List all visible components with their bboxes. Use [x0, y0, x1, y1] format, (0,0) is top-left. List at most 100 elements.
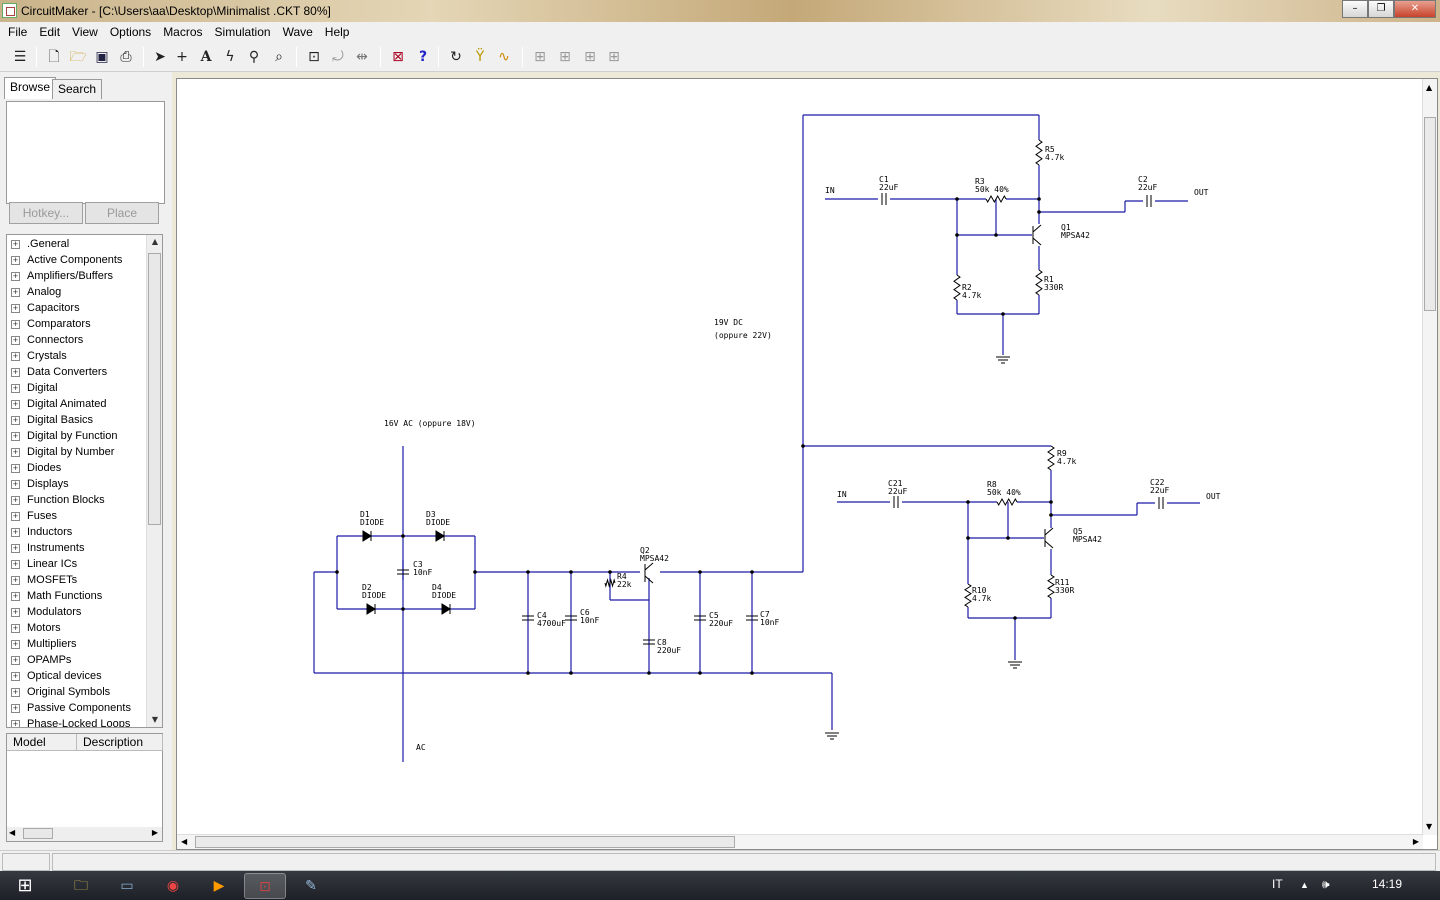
wand-icon[interactable]: ⚲ — [248, 49, 260, 65]
tree-item[interactable]: +.General — [11, 236, 69, 252]
stack-icon[interactable]: ☰ — [13, 49, 27, 65]
description-column-header[interactable]: Description — [77, 734, 163, 751]
expand-icon[interactable]: + — [11, 302, 20, 313]
category-tree[interactable]: +.General+Active Components+Amplifiers/B… — [6, 234, 163, 728]
expand-icon[interactable]: + — [11, 414, 20, 425]
save-icon[interactable]: ▣ — [95, 49, 109, 65]
expand-icon[interactable]: + — [11, 382, 20, 393]
tree-item[interactable]: +Capacitors — [11, 300, 80, 316]
tree-item[interactable]: +Digital Basics — [11, 412, 93, 428]
arrow-icon[interactable]: ➤ — [154, 49, 166, 65]
tree-item[interactable]: +Optical devices — [11, 668, 102, 684]
tree-item[interactable]: +Modulators — [11, 604, 81, 620]
expand-icon[interactable]: + — [11, 558, 20, 569]
expand-icon[interactable]: + — [11, 462, 20, 473]
expand-icon[interactable]: + — [11, 654, 20, 665]
menu-view[interactable]: View — [72, 25, 98, 39]
scroll-down-icon[interactable]: ▼ — [151, 715, 159, 724]
scroll-thumb[interactable] — [148, 253, 161, 525]
model-column-header[interactable]: Model — [7, 734, 77, 751]
tree-item[interactable]: +Crystals — [11, 348, 67, 364]
mirror-icon[interactable]: ⇹ — [356, 49, 368, 65]
schematic-canvas[interactable]: ▲ ▼ ◀ ▶ — [176, 78, 1438, 850]
tree-item[interactable]: +Comparators — [11, 316, 91, 332]
expand-icon[interactable]: + — [11, 686, 20, 697]
tab-browse[interactable]: Browse — [4, 77, 57, 99]
digital-icon[interactable]: ⊠ — [392, 49, 404, 65]
tree-item[interactable]: +Passive Components — [11, 700, 131, 716]
help-icon[interactable]: ? — [418, 49, 428, 65]
menu-options[interactable]: Options — [109, 25, 152, 39]
run-icon[interactable]: ∿ — [498, 49, 510, 65]
hotkey-button[interactable]: Hotkey... — [9, 202, 83, 224]
expand-icon[interactable]: + — [11, 510, 20, 521]
text-icon[interactable]: A — [200, 49, 212, 65]
expand-icon[interactable]: + — [11, 494, 20, 505]
macro-icon[interactable]: ⊞ — [534, 49, 546, 65]
scroll-right-icon[interactable]: ▶ — [1412, 837, 1419, 846]
circuitmaker-icon[interactable]: ⊡ — [244, 873, 286, 899]
tree-item[interactable]: +Inductors — [11, 524, 72, 540]
tree-item[interactable]: +Function Blocks — [11, 492, 105, 508]
expand-icon[interactable]: + — [11, 526, 20, 537]
expand-icon[interactable]: + — [11, 702, 20, 713]
expand-icon[interactable]: + — [11, 286, 20, 297]
expand-icon[interactable]: + — [11, 334, 20, 345]
expand-icon[interactable]: + — [11, 270, 20, 281]
close-button[interactable]: ✕ — [1394, 0, 1436, 18]
expand-icon[interactable]: + — [11, 622, 20, 633]
menu-edit[interactable]: Edit — [39, 25, 61, 39]
expand-icon[interactable]: + — [11, 590, 20, 601]
tree-item[interactable]: +Digital Animated — [11, 396, 107, 412]
tree-scrollbar[interactable]: ▲ ▼ — [146, 235, 162, 727]
tree-item[interactable]: +Phase-Locked Loops — [11, 716, 130, 728]
menu-wave[interactable]: Wave — [282, 25, 313, 39]
start-orb-icon[interactable]: ⊞ — [17, 875, 33, 896]
print-icon[interactable]: ⎙ — [120, 49, 132, 65]
step-icon[interactable]: Ÿ — [475, 49, 485, 65]
tree-item[interactable]: +Original Symbols — [11, 684, 110, 700]
clock[interactable]: 14:19 — [1372, 877, 1403, 891]
tab-search[interactable]: Search — [52, 79, 103, 99]
menu-simulation[interactable]: Simulation — [214, 25, 271, 39]
monitor-icon[interactable]: ▭ — [120, 878, 134, 894]
expand-icon[interactable]: + — [11, 606, 20, 617]
scroll-down-icon[interactable]: ▼ — [1426, 822, 1433, 831]
media-player-icon[interactable]: ▶ — [213, 878, 225, 894]
expand-icon[interactable]: + — [11, 718, 20, 728]
zoom-fit-icon[interactable]: ⊡ — [308, 49, 320, 65]
scroll-right-icon[interactable]: ▶ — [151, 828, 158, 837]
tree-item[interactable]: +Digital — [11, 380, 58, 396]
new-icon[interactable]: 🗋 — [48, 49, 60, 65]
scroll-thumb[interactable] — [1424, 117, 1436, 311]
place-button[interactable]: Place — [85, 202, 159, 224]
tree-item[interactable]: +Data Converters — [11, 364, 107, 380]
macro-icon[interactable]: ⊞ — [559, 49, 571, 65]
wire-icon[interactable]: + — [176, 49, 188, 65]
minimize-button[interactable]: – — [1342, 0, 1368, 18]
tree-item[interactable]: +Connectors — [11, 332, 83, 348]
expand-icon[interactable]: + — [11, 238, 20, 249]
menu-file[interactable]: File — [8, 25, 28, 39]
menu-help[interactable]: Help — [324, 25, 350, 39]
scroll-up-icon[interactable]: ▲ — [1426, 83, 1433, 92]
tree-item[interactable]: +Displays — [11, 476, 69, 492]
expand-icon[interactable]: + — [11, 254, 20, 265]
tree-item[interactable]: +Diodes — [11, 460, 61, 476]
tree-item[interactable]: +Motors — [11, 620, 61, 636]
show-hidden-icons-icon[interactable]: ▲ — [1300, 880, 1309, 890]
tree-item[interactable]: +OPAMPs — [11, 652, 71, 668]
tree-item[interactable]: +Digital by Function — [11, 428, 118, 444]
explorer-icon[interactable]: 🗀 — [74, 878, 88, 894]
scroll-left-icon[interactable]: ◀ — [9, 828, 16, 837]
expand-icon[interactable]: + — [11, 430, 20, 441]
probe-icon[interactable]: ϟ — [225, 49, 235, 65]
rotate-icon[interactable]: ⤾ — [332, 49, 344, 65]
tree-item[interactable]: +Fuses — [11, 508, 57, 524]
model-hscrollbar[interactable]: ◀ ▶ — [7, 827, 162, 841]
canvas-vscrollbar[interactable]: ▲ ▼ — [1422, 79, 1437, 835]
tree-item[interactable]: +Digital by Number — [11, 444, 114, 460]
expand-icon[interactable]: + — [11, 542, 20, 553]
reset-icon[interactable]: ↻ — [450, 49, 462, 65]
chrome-icon[interactable]: ◉ — [166, 878, 180, 894]
